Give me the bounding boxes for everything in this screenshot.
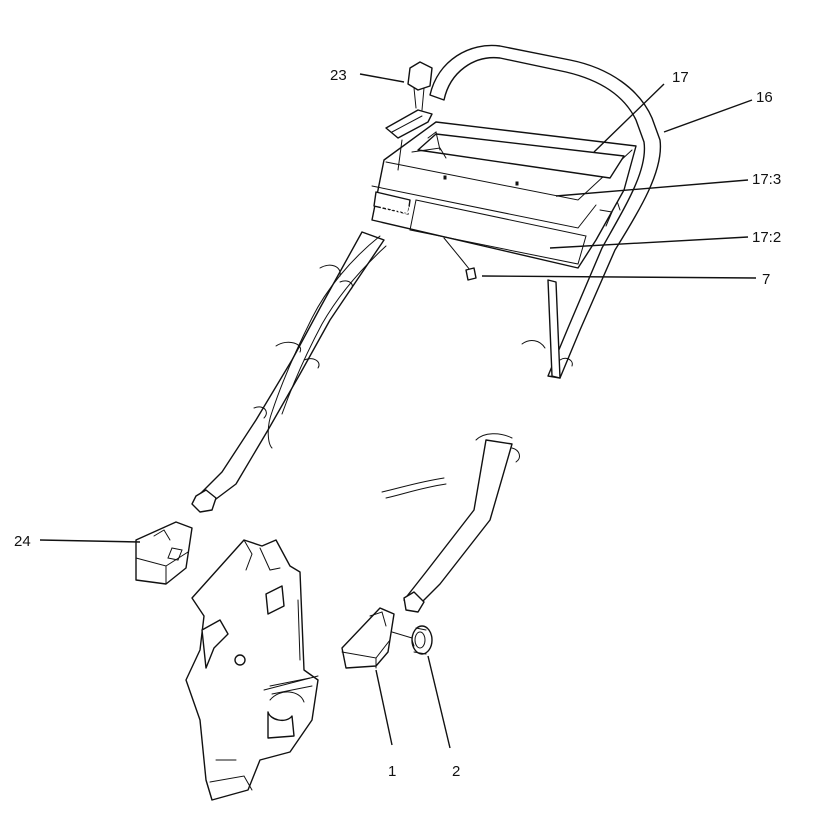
callout-23: 23 xyxy=(330,67,347,84)
leader-7 xyxy=(481,275,757,279)
callout-2: 2 xyxy=(452,763,460,780)
screw xyxy=(443,237,477,281)
control-panel: TORO xyxy=(371,121,637,269)
knob xyxy=(391,625,433,655)
callout-7: 7 xyxy=(762,271,770,288)
leader-24 xyxy=(39,539,141,543)
callout-labels: 23 17 16 17:3 17:2 7 24 1 2 xyxy=(14,67,781,780)
callout-1: 1 xyxy=(388,763,396,780)
leader-1 xyxy=(375,669,393,746)
leader-17 xyxy=(593,83,665,153)
spring-link xyxy=(381,477,447,499)
right-handle-tube xyxy=(403,433,520,613)
rear-deflector xyxy=(185,539,319,801)
callout-17: 17 xyxy=(672,69,689,86)
toro-logo: TORO xyxy=(377,198,412,217)
callout-24: 24 xyxy=(14,533,31,550)
right-bracket xyxy=(341,607,395,669)
callout-16: 16 xyxy=(756,89,773,106)
callout-17-3: 17:3 xyxy=(752,171,781,188)
leader-17-2 xyxy=(549,236,749,249)
leader-lines xyxy=(39,73,757,749)
left-handle-tube xyxy=(191,231,387,513)
leader-2 xyxy=(427,655,451,749)
callout-17-2: 17:2 xyxy=(752,229,781,246)
leader-16 xyxy=(663,99,753,133)
shift-lever xyxy=(385,61,433,171)
left-bracket xyxy=(135,521,193,585)
leader-17-3 xyxy=(555,179,749,197)
leader-23 xyxy=(359,73,405,83)
